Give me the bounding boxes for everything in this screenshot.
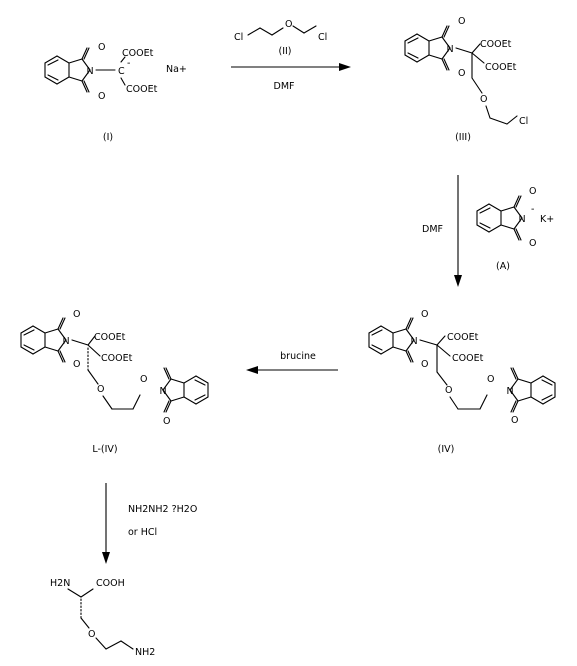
atom-n: N: [159, 386, 166, 397]
atom-n: N: [518, 214, 525, 225]
compound-L-IV: N O O COOEt COOEt O N O O L-(IV): [20, 309, 209, 455]
reagent-label: DMF: [274, 81, 295, 92]
compound-IV: N O O COOEt COOEt O N O O (IV): [368, 309, 556, 455]
atom-o: O: [73, 309, 80, 320]
chlorine: Cl: [234, 32, 243, 43]
reagent-label: DMF: [422, 224, 443, 235]
atom-o: O: [511, 415, 518, 426]
atom-o: O: [98, 42, 105, 53]
ester-label: COOEt: [122, 48, 154, 59]
atom-o: O: [73, 359, 80, 370]
atom-o: O: [458, 16, 465, 27]
ester-label: COOEt: [126, 84, 158, 95]
chlorine: Cl: [318, 32, 327, 43]
atom-o: O: [163, 416, 170, 427]
atom-n: N: [62, 336, 69, 347]
terminal-amine: NH2: [135, 647, 155, 658]
reaction-arrow-2: DMF: [422, 175, 462, 287]
atom-n: N: [86, 66, 93, 77]
atom-n: N: [410, 336, 417, 347]
ester-label: COOEt: [485, 62, 517, 73]
atom-o: O: [529, 186, 536, 197]
compound-III: N O O COOEt COOEt O Cl (III): [404, 16, 528, 143]
atom-o: O: [98, 91, 105, 102]
ether-oxygen: O: [445, 385, 452, 396]
compound-label: (III): [455, 132, 471, 143]
atom-o: O: [421, 359, 428, 370]
ether-oxygen: O: [97, 384, 104, 395]
compound-label: (IV): [438, 444, 455, 455]
ester-label: COOEt: [447, 332, 479, 343]
compound-label: (I): [103, 132, 113, 143]
ester-label: COOEt: [452, 353, 484, 364]
atom-n: N: [506, 386, 513, 397]
ester-label: COOEt: [94, 332, 126, 343]
carbanion-charge: -: [127, 58, 130, 69]
reagent-label: brucine: [280, 351, 316, 362]
reagent-label: or HCl: [128, 527, 157, 538]
compound-label: L-(IV): [92, 444, 117, 455]
phthalimide-ring: [20, 317, 67, 363]
phthalimide-ring: [368, 317, 415, 363]
compound-A: N - O O K+ (A): [476, 186, 554, 272]
phthalimide-ring: [44, 47, 91, 93]
chlorine: Cl: [519, 116, 528, 127]
atom-o: O: [421, 309, 428, 320]
ether-oxygen: O: [88, 629, 95, 640]
atom-o: O: [529, 238, 536, 249]
ester-label: COOEt: [480, 39, 512, 50]
atom-n: N: [446, 44, 453, 55]
compound-II: Cl O Cl (II): [234, 19, 327, 57]
acid-group: COOH: [96, 578, 125, 589]
ether-oxygen: O: [480, 94, 487, 105]
compound-label: (II): [278, 46, 291, 57]
phthalimide-ring: [509, 367, 556, 413]
final-product: H2N COOH O NH2: [50, 578, 155, 658]
phthalimide-ring: [476, 195, 523, 241]
anion-charge: -: [531, 204, 534, 215]
reagent-label: NH2NH2 ?H2O: [128, 504, 197, 515]
atom-o: O: [487, 374, 494, 385]
phthalimide-ring: [404, 25, 451, 71]
carbanion-c: C: [118, 66, 125, 77]
phthalimide-ring: [162, 367, 209, 413]
reaction-arrow-3: brucine: [246, 351, 338, 374]
ester-label: COOEt: [101, 353, 133, 364]
reaction-arrow-1: DMF: [231, 63, 351, 92]
counterion: Na+: [166, 64, 187, 75]
atom-o: O: [458, 68, 465, 79]
reaction-arrow-4: NH2NH2 ?H2O or HCl: [102, 483, 197, 564]
ether-oxygen: O: [285, 19, 292, 30]
counterion: K+: [540, 214, 554, 225]
atom-o: O: [140, 374, 147, 385]
compound-label: (A): [496, 261, 510, 272]
amine-group: H2N: [50, 578, 70, 589]
compound-I: N O O C - COOEt COOEt Na+ (I): [44, 42, 187, 143]
